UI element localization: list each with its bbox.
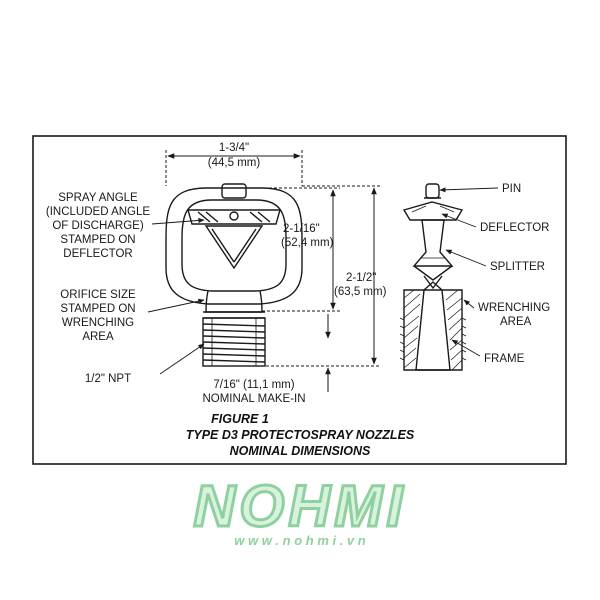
frame-label: FRAME — [484, 353, 525, 365]
figure-border — [32, 135, 567, 465]
width-fraction: 1-3/4" — [219, 142, 249, 154]
splitter-label: SPLITTER — [490, 261, 545, 273]
watermark: NOHMI w w w . n o h m i . v n — [192, 473, 406, 549]
caption-line3: NOMINAL DIMENSIONS — [230, 444, 371, 458]
deflector-label: DEFLECTOR — [480, 222, 549, 234]
npt-label: 1/2" NPT — [85, 373, 131, 385]
overall-height-metric: (63,5 mm) — [334, 286, 387, 298]
nozzle-section-view — [399, 183, 467, 371]
makein-value: 7/16" (11,1 mm) — [213, 379, 294, 391]
spray-angle-line3: OF DISCHARGE) — [52, 220, 144, 232]
splitter-cone — [204, 225, 264, 270]
width-metric: (44,5 mm) — [208, 157, 261, 169]
spray-angle-line4: STAMPED ON — [60, 234, 135, 246]
wrenching-neck — [205, 290, 263, 313]
watermark-brand: NOHMI — [193, 474, 406, 539]
leader-lines — [147, 187, 499, 375]
nozzle-front-view — [165, 183, 303, 367]
orifice-line3: WRENCHING — [62, 317, 134, 329]
caption-line1: FIGURE 1 — [211, 412, 269, 426]
wrenching-label-line2: AREA — [500, 316, 532, 328]
spray-angle-line1: SPRAY ANGLE — [58, 192, 138, 204]
dimension-lines — [165, 150, 380, 392]
inner-height-metric: (52,4 mm) — [281, 237, 334, 249]
makein-label: NOMINAL MAKE-IN — [202, 393, 305, 405]
spray-angle-line5: DEFLECTOR — [63, 248, 132, 260]
yoke-outer — [165, 187, 303, 305]
wrenching-label-line1: WRENCHING — [478, 302, 550, 314]
flow-passage — [415, 281, 451, 371]
orifice-line2: STAMPED ON — [60, 303, 135, 315]
spray-angle-line2: (INCLUDED ANGLE — [46, 206, 150, 218]
deflector-band — [187, 209, 281, 225]
yoke-inner — [181, 199, 287, 292]
caption-line2: TYPE D3 PROTECTOSPRAY NOZZLES — [186, 428, 415, 442]
orifice-line4: AREA — [82, 331, 114, 343]
top-boss — [221, 183, 247, 199]
inner-height-fraction: 2-1/16" — [283, 223, 320, 235]
watermark-url: w w w . n o h m i . v n — [234, 533, 366, 548]
deflector-section — [402, 201, 464, 221]
orifice-line1: ORIFICE SIZE — [60, 289, 136, 301]
pin-label: PIN — [502, 183, 521, 195]
pin — [425, 183, 440, 199]
splitter-section — [412, 219, 454, 267]
overall-height-fraction: 2-1/2" — [346, 272, 376, 284]
